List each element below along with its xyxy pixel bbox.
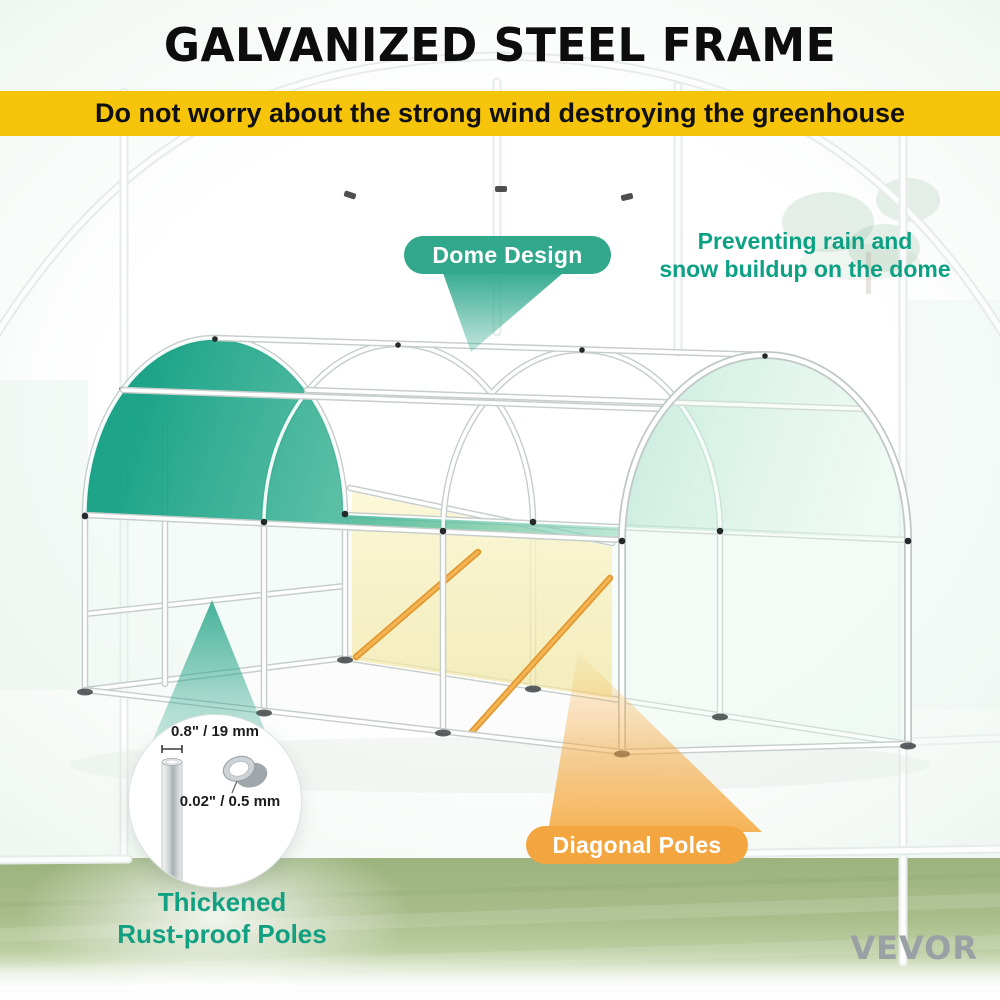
diagonal-poles [352,548,614,738]
pole-pointer [152,600,268,742]
dome-pointer [443,273,563,352]
film-wall-tints [0,300,1000,710]
pole-caption-line1: Thickened [157,887,287,917]
pole-thickness-value: 0.02" / 0.5 mm [179,793,281,810]
steel-pole-icon [161,757,183,887]
pole-caption-line2: Rust-proof Poles [117,919,327,949]
frame-purlins [81,334,870,544]
lawn [0,830,1000,1000]
diagonal-poles-label: Diagonal Poles [526,826,748,864]
pole-caption: Thickened Rust-proof Poles [72,886,372,950]
pole-detail-callout: 0.8" / 19 mm 0.02" / 0.5 mm [128,714,302,888]
frame-feet [77,656,916,758]
thickness-leader-line [231,780,238,794]
subtitle-banner: Do not worry about the strong wind destr… [0,91,1000,136]
dome-note-line1: Preventing rain and [697,228,913,254]
pole-diameter-bracket-icon [161,745,183,753]
dome-design-label: Dome Design [404,236,611,274]
banner-text: Do not worry about the strong wind destr… [94,98,906,128]
page-title: GALVANIZED STEEL FRAME [163,18,837,73]
dome-note: Preventing rain and snow buildup on the … [640,227,970,283]
frame-front [81,351,912,756]
dome-note-line2: snow buildup on the dome [659,256,951,282]
pole-diameter-value: 0.8" / 19 mm [171,723,259,740]
callout-pointers [152,273,762,832]
diagonal-pointer [548,652,762,832]
frame-connector-knobs [81,336,912,545]
vevor-logo: VEVOR [850,929,978,967]
pole-detail-art [161,745,268,887]
pole-tube-cross-section-icon [222,755,268,788]
